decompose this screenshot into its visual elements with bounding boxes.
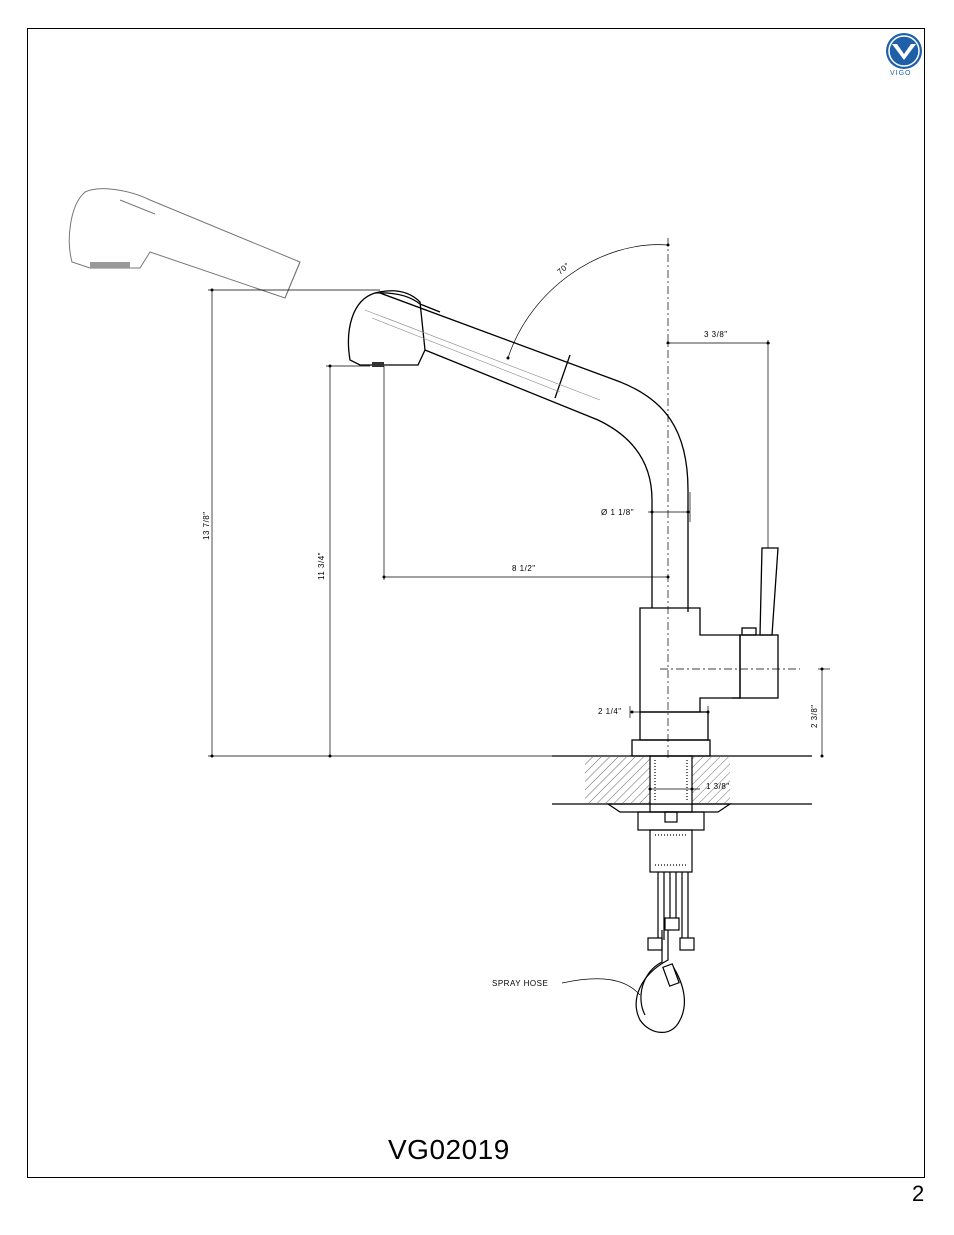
mounting-hardware	[606, 755, 732, 1033]
spout-reach-label: 8 1/2"	[512, 564, 536, 573]
drawing-frame	[27, 28, 925, 1178]
angle-label: 70°	[555, 261, 571, 277]
dimension-lines	[208, 244, 830, 996]
handle-height-label: 2 3/8"	[810, 704, 819, 728]
base-width-label: 2 1/4"	[598, 707, 622, 716]
page-number: 2	[912, 1181, 925, 1206]
spout-diameter-label: Ø 1 1/8"	[601, 508, 634, 517]
extended-spray-head	[68, 188, 301, 299]
shank-diameter-label: 1 3/8"	[706, 782, 730, 791]
centerlines	[660, 238, 800, 760]
spray-hose-label: SPRAY HOSE	[492, 979, 548, 988]
spout-height-label: 11 3/4"	[317, 552, 326, 580]
logo-text: VIGO	[890, 70, 912, 77]
vigo-logo	[882, 32, 926, 80]
overall-height-label: 13 7/8"	[202, 511, 211, 540]
model-number: VG02019	[388, 1134, 510, 1165]
reach-offset-label: 3 3/8"	[704, 330, 728, 339]
faucet-body	[347, 290, 779, 757]
dimension-ticks	[210, 243, 824, 791]
countertop	[552, 755, 812, 805]
